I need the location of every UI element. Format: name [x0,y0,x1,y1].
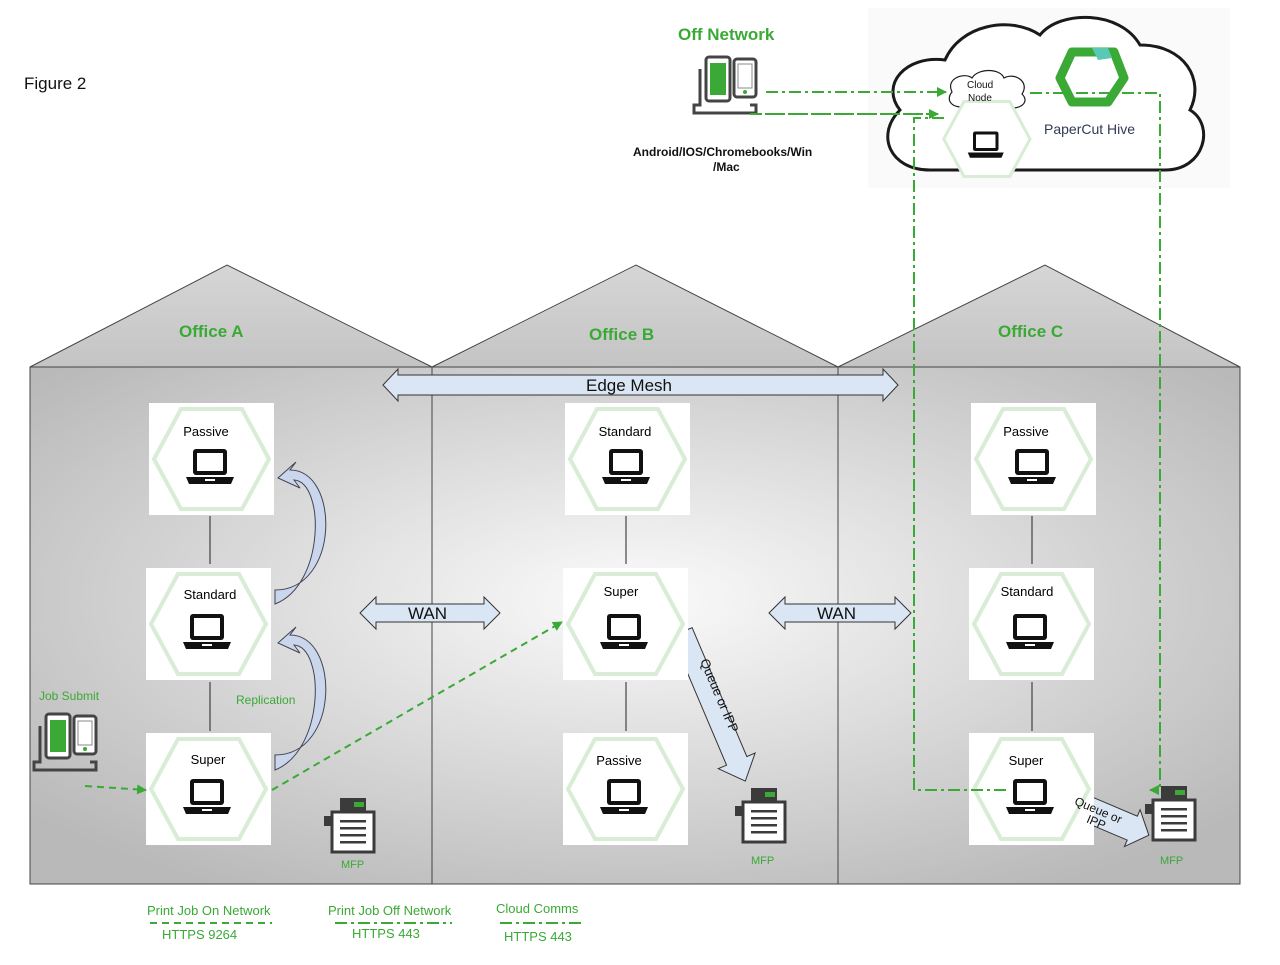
off-network-title: Off Network [678,25,775,44]
node-connectors [209,516,1033,731]
replication-label: Replication [236,693,296,707]
cloud-comms-flows [750,109,1010,791]
office-c-mfp-label: MFP [1160,855,1184,867]
office-a-node-2-label: Standard [183,587,237,602]
office-b-passive-node [561,731,690,847]
edge-mesh-label: Edge Mesh [586,376,672,395]
office-b-title: Office B [589,325,655,344]
figure-label: Figure 2 [24,74,87,93]
legend-on-network-protocol: HTTPS 9264 [162,927,238,942]
legend-cloud-comms-protocol: HTTPS 443 [504,929,572,944]
devices-caption-line1: Android/IOS/Chromebooks/Win [633,145,813,159]
office-a-standard-node [144,566,273,682]
office-a-title: Office A [179,322,244,341]
wan-label-right: WAN [817,604,857,623]
on-network-flows [84,621,563,795]
cloud-node-hex [942,100,1032,178]
replication-arrow-upper [274,461,327,605]
legend-on-network-title: Print Job On Network [147,903,271,918]
office-a-passive-node [147,401,276,517]
job-submit-label: Job Submit [39,689,100,703]
office-a-node-1-label: Passive [183,424,229,439]
wan-arrow-right [768,595,912,631]
edge-mesh-arrow [382,367,899,403]
cloud-node-label-line2: Node [968,93,992,104]
office-b-standard-node [563,401,692,517]
office-c-passive-node [969,401,1098,517]
legend-cloud-comms-title: Cloud Comms [496,901,579,916]
legend-off-network-protocol: HTTPS 443 [352,926,420,941]
office-a-mfp-label: MFP [341,859,365,871]
cloud-node-label-line1: Cloud [967,80,994,91]
off-network-devices-icon [692,55,758,115]
office-a-super-node [144,731,273,847]
wan-arrow-left [359,595,501,631]
legend-off-network-title: Print Job Off Network [328,903,452,918]
office-c-title: Office C [998,322,1064,341]
office-b-node-2-label: Super [603,584,639,599]
office-b-mfp-label: MFP [751,855,775,867]
cloud-shape [868,8,1230,188]
replication-arrow-lower [274,626,327,771]
cloud-brand: PaperCut Hive [1044,121,1136,137]
office-c-node-2-label: Standard [1000,584,1054,599]
office-a-node-3-label: Super [190,752,226,767]
office-b-node-3-label: Passive [596,753,642,768]
office-b-node-1-label: Standard [598,424,652,439]
office-c-node-1-label: Passive [1003,424,1049,439]
office-c-node-3-label: Super [1008,753,1044,768]
papercut-hive-logo [1055,47,1129,107]
off-network-flows [766,87,1161,795]
wan-label-left: WAN [408,604,448,623]
devices-caption-line2: /Mac [713,160,740,174]
